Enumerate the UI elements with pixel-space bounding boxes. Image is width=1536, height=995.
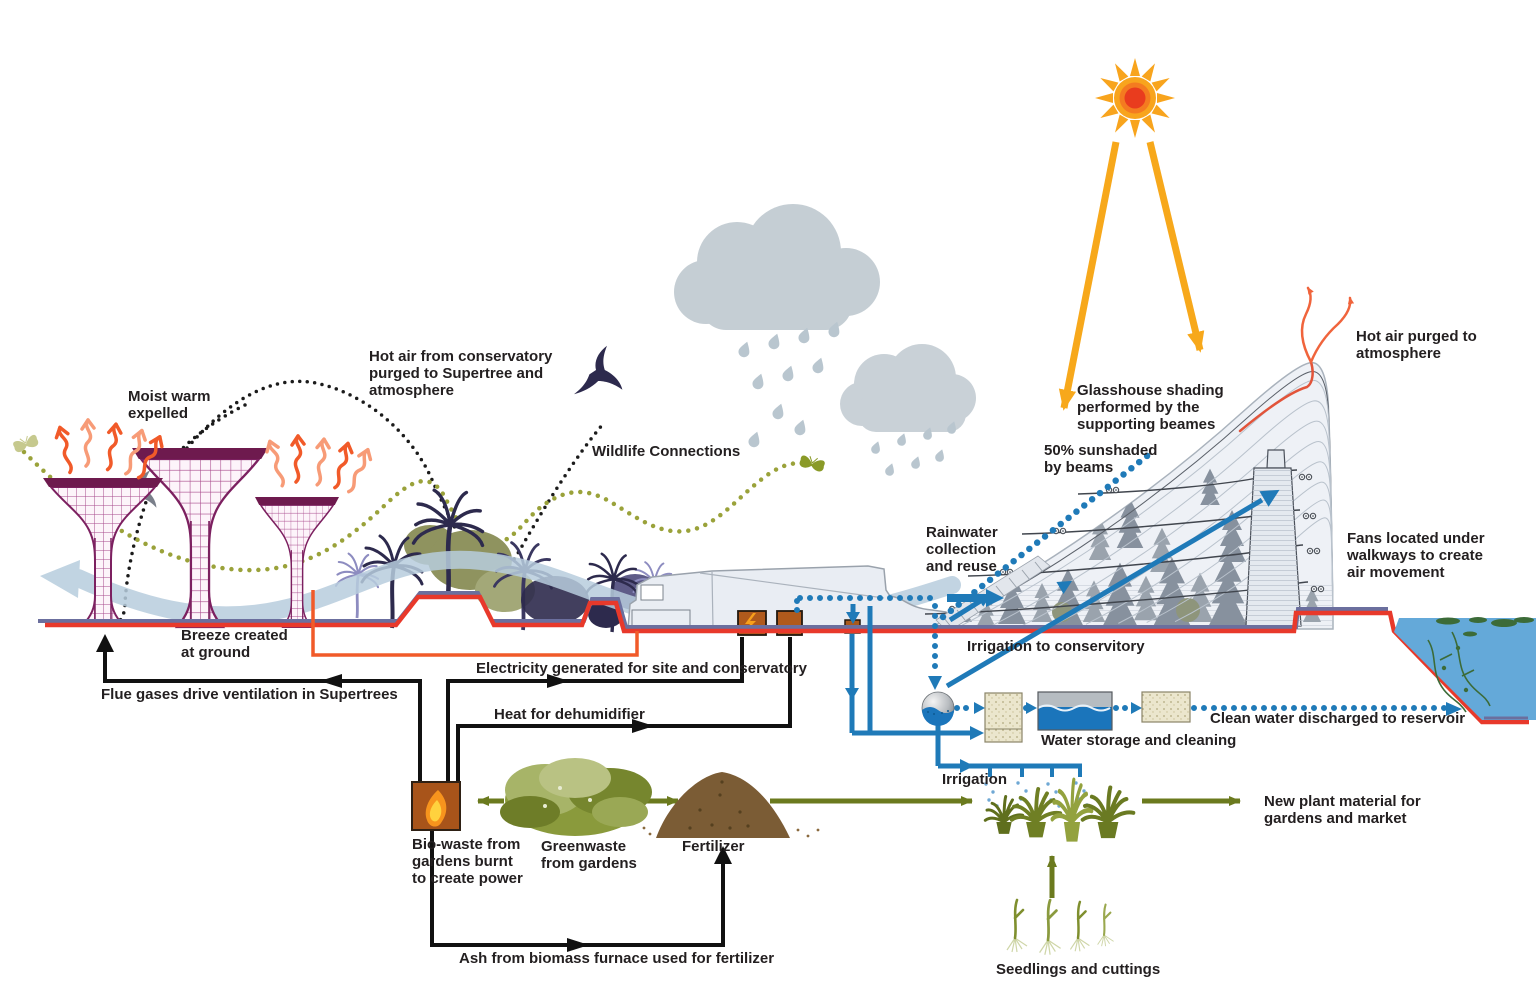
water-sphere-icon [921, 691, 955, 726]
butterfly-icon [11, 432, 40, 454]
aquatic-plants [1427, 617, 1534, 713]
sun-icon [1095, 58, 1175, 138]
interior-tower [1245, 449, 1302, 627]
energy-arrowheads [96, 634, 732, 952]
water-system [794, 489, 1462, 808]
furnace-icon [411, 781, 461, 831]
seedling-icon [1005, 898, 1115, 957]
conservatory-icon [924, 286, 1355, 633]
sunshade-beam-dots [939, 448, 1156, 621]
fertilizer-pile-icon [642, 772, 820, 838]
greenwaste-icon [500, 758, 652, 836]
water-storage-tank-icon [1037, 691, 1113, 731]
bird-icon [574, 345, 623, 395]
ground-line [38, 591, 1529, 725]
supertree-icon [42, 446, 340, 629]
rain-cloud-icon [674, 204, 880, 330]
filter-icon [984, 691, 1191, 743]
electricity-cable [311, 590, 639, 657]
rain-cloud-icon [840, 344, 976, 432]
sun-ray-arrows [1058, 141, 1205, 411]
butterfly-icon [798, 453, 827, 474]
potted-plant-icon [983, 780, 1133, 842]
reservoir-icon [1394, 617, 1536, 720]
hot-air-purge-arrows [1238, 286, 1355, 433]
